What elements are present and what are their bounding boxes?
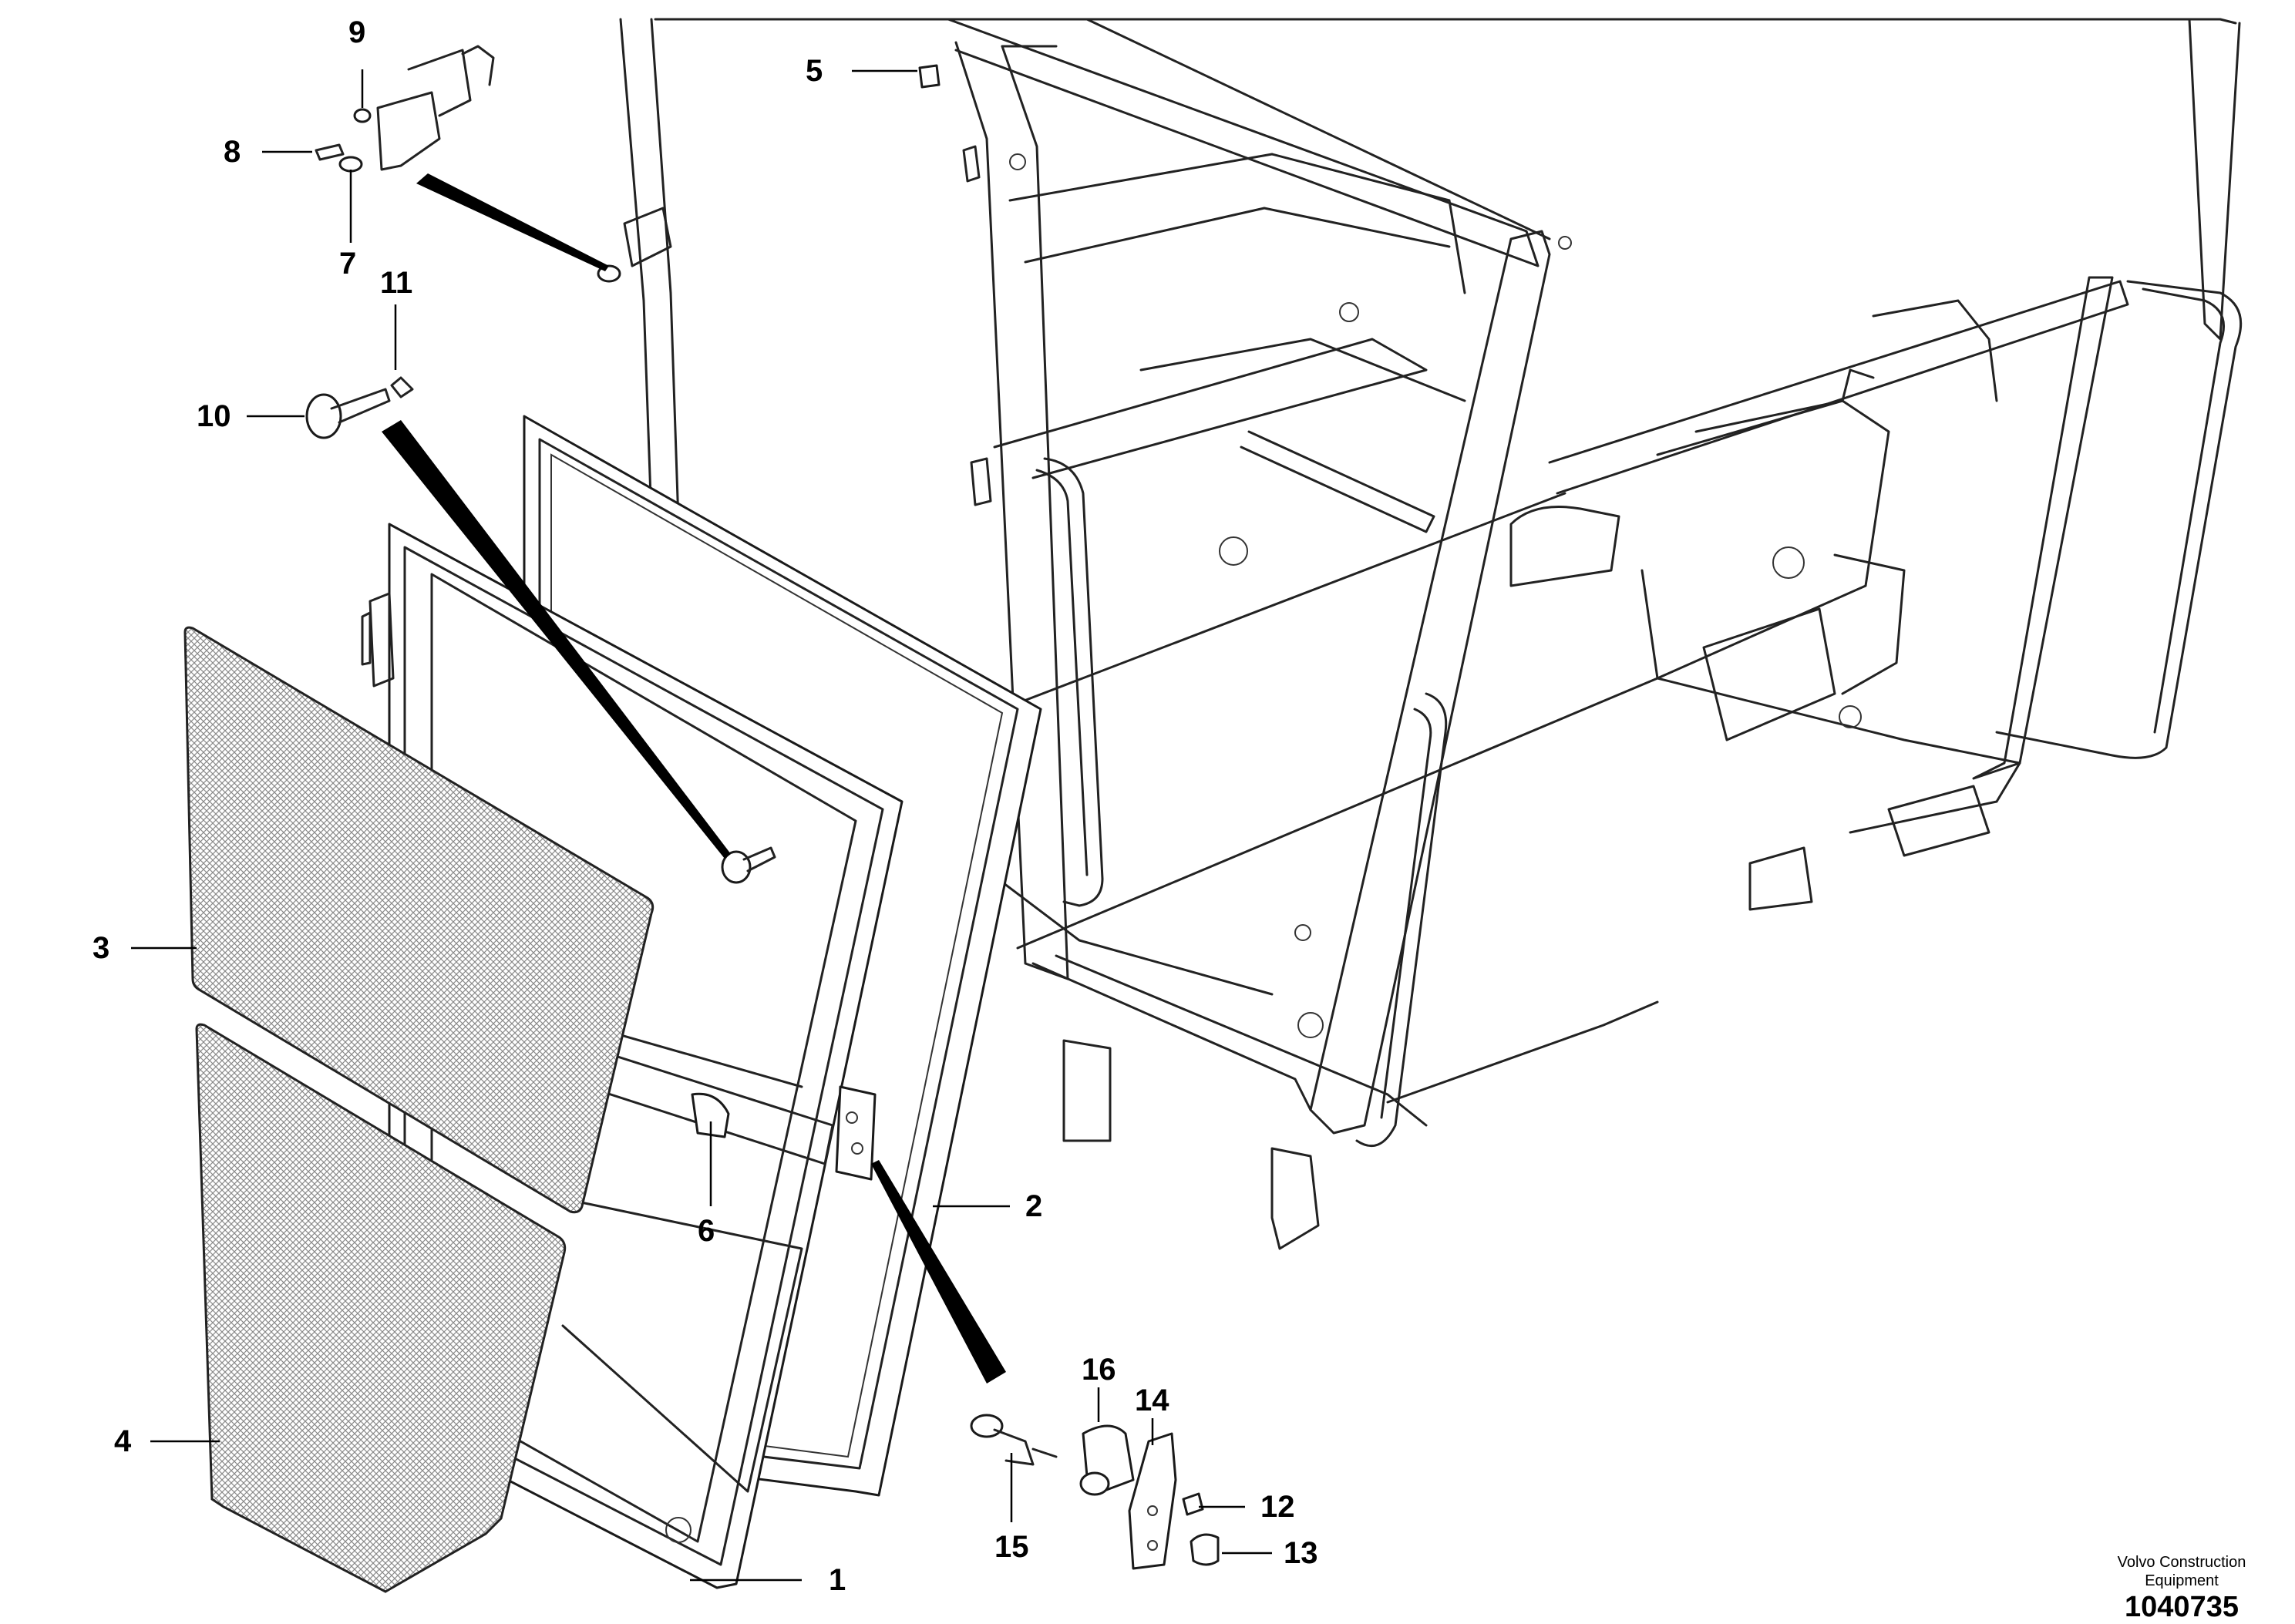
figure-number: 1040735 — [2125, 1591, 2239, 1623]
rubber-stop — [305, 376, 414, 439]
latch-striker-assembly — [970, 1414, 1220, 1570]
callout-11: 11 — [380, 266, 412, 300]
explode-wedge-stop — [382, 420, 731, 859]
callout-5: 5 — [806, 54, 823, 88]
hinge-bracket-installed — [597, 207, 672, 283]
credit-company-line1: Volvo Construction — [2117, 1554, 2246, 1571]
callout-10: 10 — [197, 399, 231, 433]
callout-8: 8 — [224, 135, 241, 169]
callout-14: 14 — [1135, 1384, 1169, 1417]
explode-wedge-hinge — [416, 173, 609, 271]
callout-4: 4 — [114, 1424, 132, 1458]
callout-12: 12 — [1260, 1490, 1295, 1524]
credit-company-line2: Equipment — [2145, 1572, 2219, 1589]
figure-credit: Volvo Construction Equipment 1040735 — [2081, 1553, 2282, 1624]
cab-frame — [619, 18, 2243, 1250]
callout-6: 6 — [698, 1214, 715, 1248]
callout-3: 3 — [93, 931, 109, 965]
callout-15: 15 — [994, 1530, 1029, 1564]
callout-2: 2 — [1025, 1189, 1042, 1223]
callout-16: 16 — [1082, 1353, 1116, 1387]
callout-13: 13 — [1284, 1536, 1318, 1570]
top-fastener — [918, 64, 992, 506]
callout-labels: 1 2 3 4 5 6 7 8 9 10 11 12 13 14 15 16 — [93, 15, 1318, 1597]
door-handle — [691, 1092, 730, 1138]
leader-lines — [131, 69, 1272, 1582]
hinge-bracket — [315, 45, 495, 173]
window-glass-lower — [195, 1023, 567, 1593]
explode-wedge-latch — [871, 1160, 1006, 1384]
latch-plate — [835, 1085, 877, 1181]
window-glass-upper — [183, 626, 655, 1214]
callout-9: 9 — [348, 15, 365, 49]
callout-7: 7 — [339, 247, 356, 281]
callout-1: 1 — [829, 1563, 846, 1597]
rubber-stop-installed — [721, 846, 776, 884]
